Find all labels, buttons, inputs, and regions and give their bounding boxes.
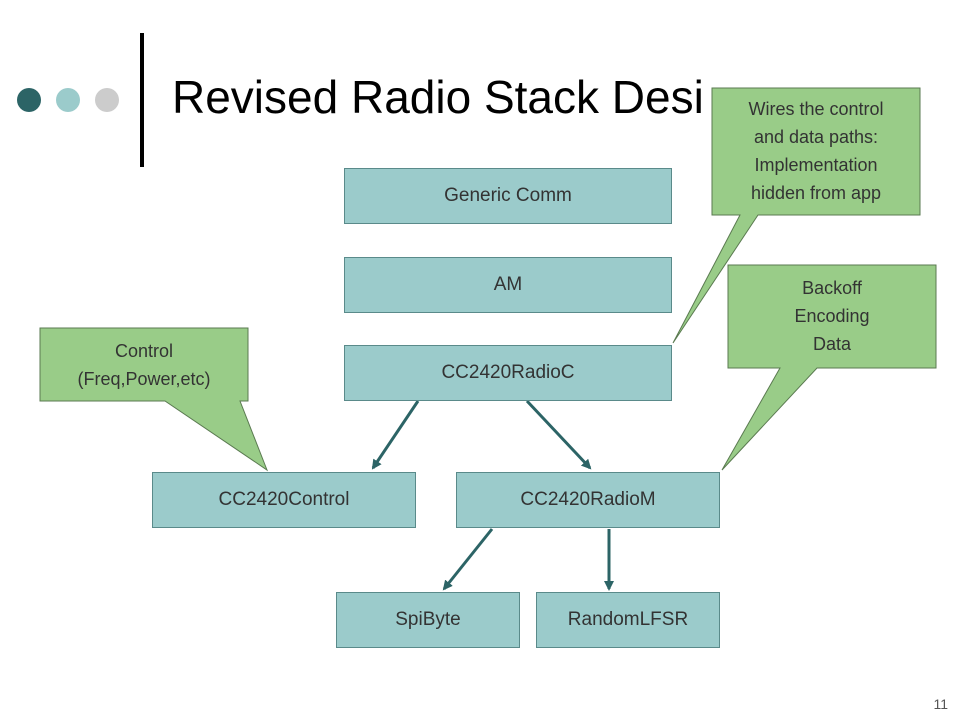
bullet-dark xyxy=(17,88,41,112)
bullet-mid xyxy=(56,88,80,112)
slide-title: Revised Radio Stack Desi xyxy=(172,71,704,123)
node-random-lfsr: RandomLFSR xyxy=(536,592,720,648)
callout-control-shape xyxy=(39,327,269,472)
callout-wires-text: Wires the control and data paths: Implem… xyxy=(748,99,884,203)
node-cc2420-radio-c: CC2420RadioC xyxy=(344,345,672,401)
node-cc2420-radio-m: CC2420RadioM xyxy=(456,472,720,528)
arrow-radioc-to-control xyxy=(371,400,420,470)
callout-backoff-shape xyxy=(721,264,937,471)
arrow-radiom-to-spibyte xyxy=(442,528,494,591)
arrow-radioc-to-radiom xyxy=(525,399,592,470)
title-rule xyxy=(140,33,144,167)
callout-backoff-text: Backoff Encoding Data xyxy=(794,278,870,354)
node-generic-comm: Generic Comm xyxy=(344,168,672,224)
node-spi-byte: SpiByte xyxy=(336,592,520,648)
callout-control-text: Control (Freq,Power,etc) xyxy=(77,341,211,389)
callout-wires-shape xyxy=(672,87,921,344)
node-am: AM xyxy=(344,257,672,313)
bullet-light xyxy=(95,88,119,112)
node-cc2420-control: CC2420Control xyxy=(152,472,416,528)
slide-number: 11 xyxy=(933,696,948,712)
